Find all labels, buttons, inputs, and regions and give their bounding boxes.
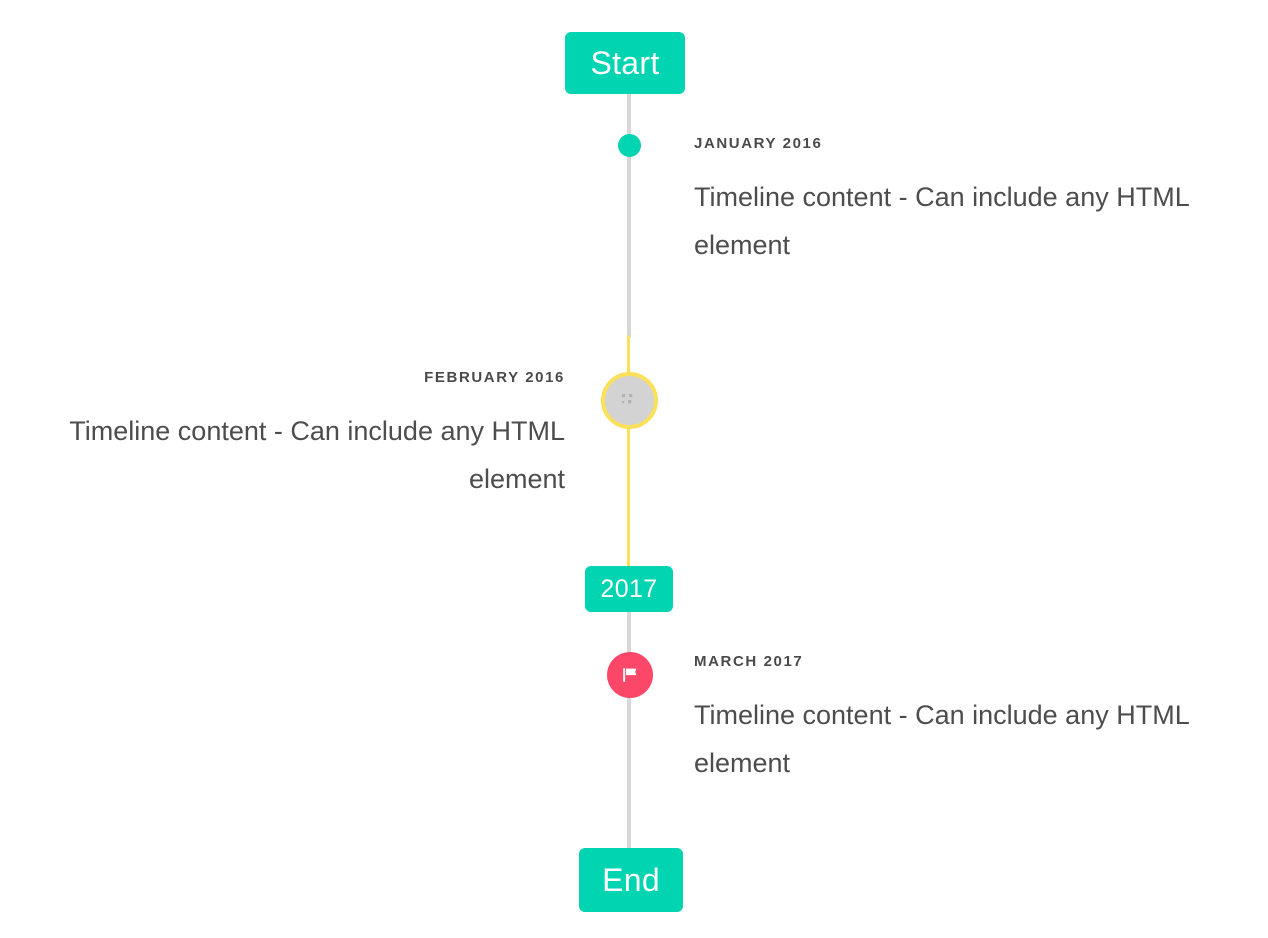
timeline-rail-upper <box>627 88 631 338</box>
timeline-rail-highlighted <box>627 335 630 575</box>
timeline-entry-date: MARCH 2017 <box>694 653 804 670</box>
timeline-year-badge[interactable]: 2017 <box>585 566 673 612</box>
flag-glyph <box>623 668 637 682</box>
timeline-start-badge[interactable]: Start <box>565 32 685 94</box>
timeline-entry-february: FEBRUARY 2016 Timeline content - Can inc… <box>40 370 565 503</box>
timeline-entry-body: Timeline content - Can include any HTML … <box>694 700 1189 779</box>
timeline-entry-date: FEBRUARY 2016 <box>424 369 565 386</box>
broken-image-icon[interactable] <box>601 372 658 429</box>
timeline-end-label: End <box>602 861 660 898</box>
timeline-start-label: Start <box>590 44 660 81</box>
dot-icon[interactable] <box>618 134 641 157</box>
timeline-rail-lower <box>627 605 631 860</box>
broken-image-glyph <box>621 393 632 403</box>
timeline-entry-march: MARCH 2017 Timeline content - Can includ… <box>694 654 1218 787</box>
timeline-entry-january: JANUARY 2016 Timeline content - Can incl… <box>694 136 1218 269</box>
timeline-entry-body: Timeline content - Can include any HTML … <box>694 182 1189 261</box>
timeline-entry-date: JANUARY 2016 <box>694 135 823 152</box>
timeline-entry-body: Timeline content - Can include any HTML … <box>69 416 565 495</box>
timeline-end-badge[interactable]: End <box>579 848 683 912</box>
flag-icon[interactable] <box>607 652 653 698</box>
timeline-year-label: 2017 <box>600 574 658 603</box>
